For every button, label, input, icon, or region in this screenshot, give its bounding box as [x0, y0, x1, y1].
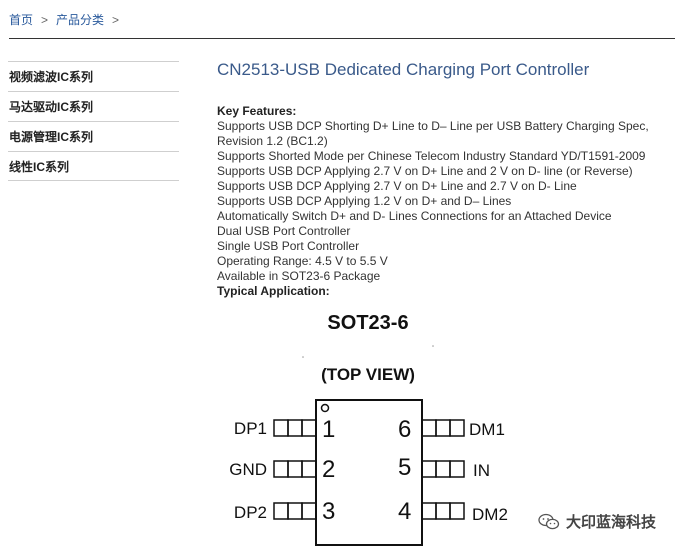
pin-name: GND [229, 460, 267, 479]
pin-4: DM2 4 [398, 498, 508, 525]
pin-number: 2 [322, 456, 335, 483]
view-label: (TOP VIEW) [321, 365, 415, 384]
sidebar-item-motor-driver[interactable]: 马达驱动IC系列 [8, 91, 179, 121]
feature-line: Supports USB DCP Applying 1.2 V on D+ an… [217, 194, 512, 208]
pin-name: DM1 [469, 420, 505, 439]
typical-application-heading: Typical Application: [217, 284, 330, 298]
feature-line: Operating Range: 4.5 V to 5.5 V [217, 254, 388, 268]
breadcrumb-separator: > [112, 12, 120, 27]
sidebar-item-label: 电源管理IC系列 [9, 130, 94, 144]
pin-number: 1 [322, 416, 335, 443]
feature-line: Supports Shorted Mode per Chinese Teleco… [217, 149, 646, 163]
pinout-diagram: SOT23-6 (TOP VIEW) DP1 1 GND 2 DP2 3 DM1… [229, 312, 508, 546]
breadcrumb: 首页 > 产品分类 > [9, 11, 119, 28]
wechat-logo-icon [538, 513, 560, 529]
pin-5: IN 5 [398, 454, 490, 481]
watermark-text: 大印蓝海科技 [566, 514, 657, 531]
feature-line: Available in SOT23-6 Package [217, 269, 381, 283]
dot-mark [302, 356, 304, 358]
sidebar-item-power-management[interactable]: 电源管理IC系列 [8, 121, 179, 151]
feature-line: Supports USB DCP Applying 2.7 V on D+ Li… [217, 179, 577, 193]
sidebar-item-label: 线性IC系列 [9, 159, 70, 174]
feature-line: Automatically Switch D+ and D- Lines Con… [217, 209, 612, 223]
feature-line: Supports USB DCP Shorting D+ Line to D– … [217, 119, 649, 133]
pin-6: DM1 6 [398, 416, 505, 443]
pin-name: DP2 [234, 503, 267, 522]
breadcrumb-separator: > [41, 12, 49, 27]
pin-number: 5 [398, 454, 411, 481]
pin-name: DP1 [234, 419, 267, 438]
pin-number: 4 [398, 498, 411, 525]
pin-name: IN [473, 461, 490, 480]
pin-1: DP1 1 [234, 416, 335, 443]
pin1-marker [320, 403, 330, 413]
feature-line: Dual USB Port Controller [217, 224, 351, 238]
page-title: CN2513-USB Dedicated Charging Port Contr… [217, 60, 590, 79]
sidebar-item-label: 马达驱动IC系列 [9, 100, 94, 114]
pin-number: 3 [322, 498, 335, 525]
breadcrumb-home-link[interactable]: 首页 [9, 13, 34, 27]
pin-name: DM2 [472, 505, 508, 524]
dot-mark [432, 345, 434, 347]
pin-2: GND 2 [229, 456, 335, 483]
sidebar-item-label: 视频滤波IC系列 [9, 70, 94, 84]
sidebar-item-linear-ic[interactable]: 线性IC系列 [8, 151, 179, 181]
header-divider [9, 38, 675, 39]
pin-3: DP2 3 [234, 498, 335, 525]
key-features-heading: Key Features: [217, 104, 297, 118]
feature-line: Supports USB DCP Applying 2.7 V on D+ Li… [217, 164, 633, 178]
sidebar: 视频滤波IC系列 马达驱动IC系列 电源管理IC系列 线性IC系列 [8, 61, 179, 181]
watermark: 大印蓝海科技 [538, 511, 656, 532]
feature-line: Single USB Port Controller [217, 239, 360, 253]
breadcrumb-category-link[interactable]: 产品分类 [56, 13, 105, 27]
product-description: Key Features: Supports USB DCP Shorting … [217, 104, 667, 299]
pin-number: 6 [398, 416, 411, 443]
sidebar-item-video-filter[interactable]: 视频滤波IC系列 [8, 61, 179, 91]
package-label: SOT23-6 [327, 312, 408, 334]
feature-line: Revision 1.2 (BC1.2) [217, 134, 328, 148]
